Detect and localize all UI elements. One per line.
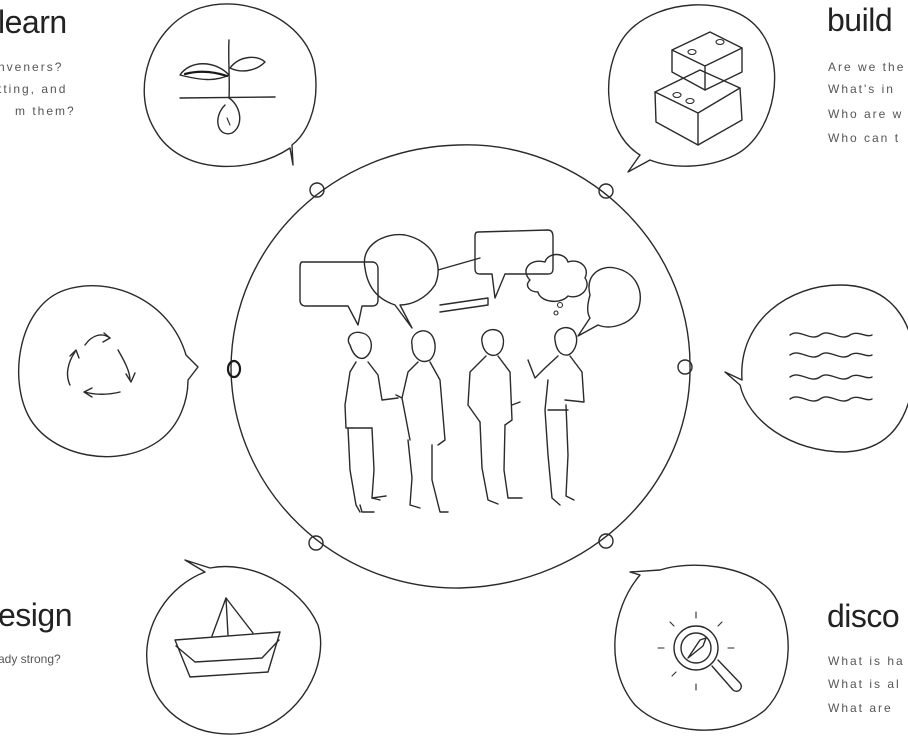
- bubble-recycle: [19, 286, 198, 457]
- build-question-3: Who are w: [828, 107, 903, 121]
- people-conversation-icon: [300, 230, 640, 512]
- building-blocks-icon: [655, 32, 742, 145]
- compass-magnifier-icon: [658, 612, 741, 691]
- water-waves-icon: [790, 333, 872, 401]
- section-title-discover: disco: [827, 598, 899, 635]
- main-cycle-ring: [231, 145, 690, 588]
- discover-question-2: What is al: [828, 677, 901, 691]
- learn-question-3: m them?: [15, 104, 76, 118]
- ring-node-left: [228, 361, 240, 377]
- bubble-learn: [144, 4, 316, 167]
- build-question-1: Are we the: [828, 60, 905, 74]
- sprouting-seed-icon: [180, 40, 275, 134]
- learn-question-1: nveners?: [0, 60, 63, 74]
- learn-question-2: tting, and: [0, 82, 67, 96]
- build-question-4: Who can t: [828, 131, 900, 145]
- section-title-build: build: [827, 2, 892, 39]
- design-question-1: ady strong?: [0, 652, 61, 666]
- paper-boat-icon: [175, 598, 280, 677]
- recycle-arrows-icon: [68, 333, 135, 397]
- section-title-design: esign: [0, 597, 72, 634]
- build-question-2: What's in: [828, 82, 895, 96]
- bubble-build: [609, 5, 775, 172]
- discover-question-1: What is ha: [828, 654, 905, 668]
- bubble-waves: [725, 285, 908, 452]
- bubble-design: [147, 560, 321, 734]
- discover-question-3: What are: [828, 701, 893, 715]
- section-title-learn: learn: [0, 4, 67, 41]
